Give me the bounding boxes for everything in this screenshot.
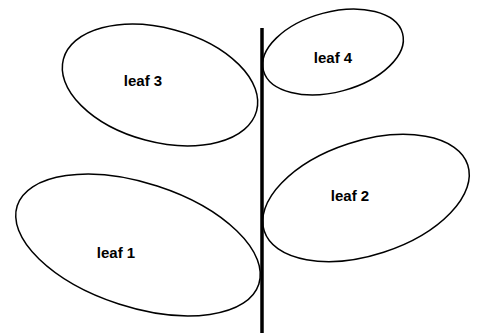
leaf-shape: leaf 1 bbox=[11, 118, 265, 333]
leaf-ellipse bbox=[253, 0, 413, 109]
leaf-label: leaf 1 bbox=[97, 244, 135, 261]
leaf-outline bbox=[11, 118, 265, 333]
stem-line bbox=[260, 28, 264, 333]
leaf-label: leaf 4 bbox=[314, 49, 352, 66]
leaf-label: leaf 2 bbox=[331, 187, 369, 204]
leaf-outline bbox=[60, 0, 260, 185]
leaf-shape: leaf 3 bbox=[60, 0, 260, 185]
leaf-ellipse bbox=[247, 111, 477, 286]
leaf-shape: leaf 4 bbox=[261, 0, 405, 124]
leaf-ellipse bbox=[0, 147, 278, 333]
leaf-ellipse bbox=[49, 4, 272, 166]
leaf-shape: leaf 2 bbox=[259, 91, 473, 305]
leaf-label: leaf 3 bbox=[124, 72, 162, 89]
